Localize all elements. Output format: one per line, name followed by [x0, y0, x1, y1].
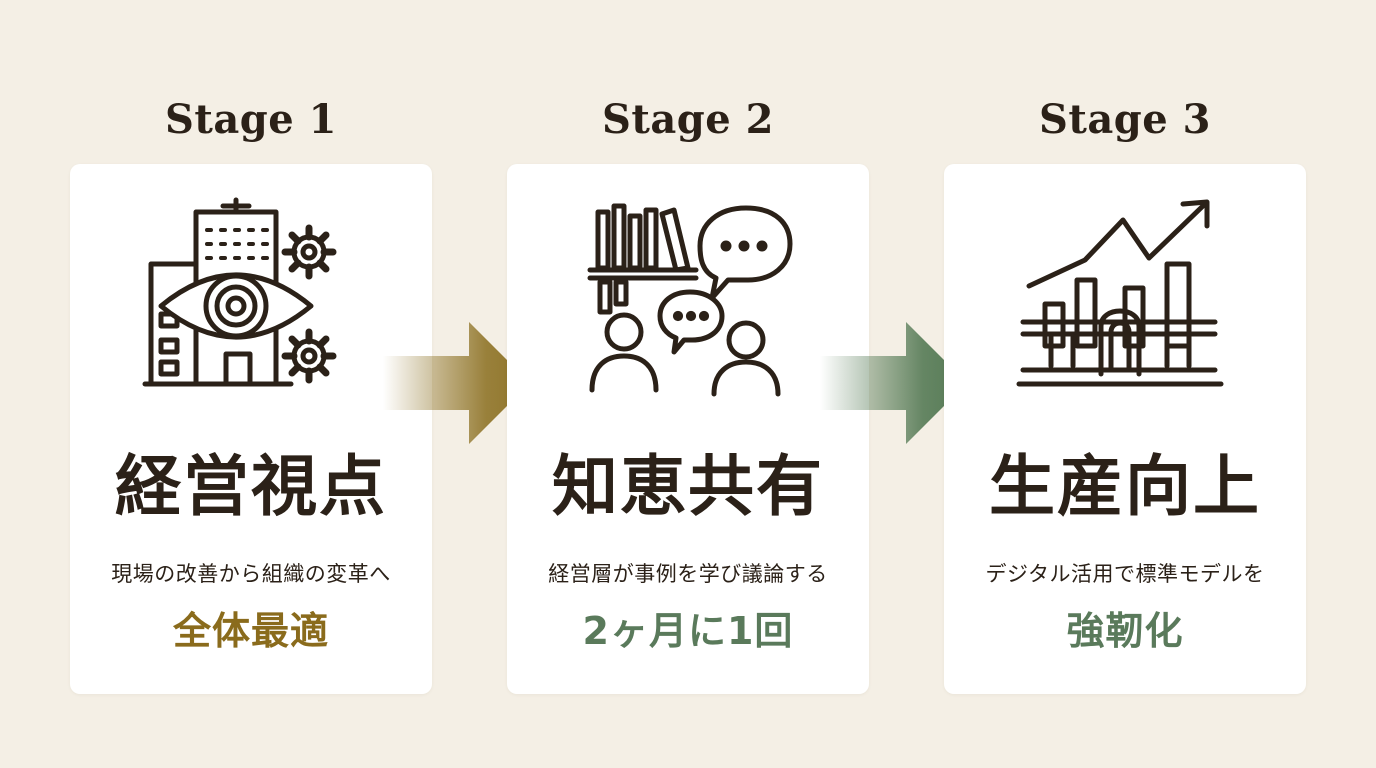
- stage-2-heading: 知恵共有: [552, 447, 824, 525]
- stage-1-card: 経営視点 現場の改善から組織の変革へ 全体最適: [70, 164, 432, 694]
- stage-3-heading: 生産向上: [989, 447, 1261, 525]
- stage-2-highlight: 2ヶ月に1回: [582, 609, 794, 653]
- stage-3-subtext: デジタル活用で標準モデルを: [985, 562, 1265, 586]
- stage-3-title: Stage 3: [1039, 96, 1211, 143]
- stage-1-subtext: 現場の改善から組織の変革へ: [111, 562, 391, 586]
- stage-2-subtext: 経営層が事例を学び議論する: [548, 562, 828, 586]
- stage-3-highlight: 強靭化: [1066, 609, 1184, 653]
- growth-chart-pillars-icon: [1015, 194, 1235, 404]
- arrow-right-icon: [820, 322, 970, 444]
- stage-2-card: 知恵共有 経営層が事例を学び議論する 2ヶ月に1回: [507, 164, 869, 694]
- stage-2-title: Stage 2: [602, 96, 774, 143]
- arrow-right-icon: [383, 322, 533, 444]
- stage-1-heading: 経営視点: [115, 447, 387, 525]
- books-people-discussion-icon: [578, 194, 798, 404]
- stage-1-highlight: 全体最適: [172, 609, 329, 653]
- stage-3-card: 生産向上 デジタル活用で標準モデルを 強靭化: [944, 164, 1306, 694]
- building-eye-gears-icon: [141, 194, 361, 404]
- stage-1-title: Stage 1: [165, 96, 337, 143]
